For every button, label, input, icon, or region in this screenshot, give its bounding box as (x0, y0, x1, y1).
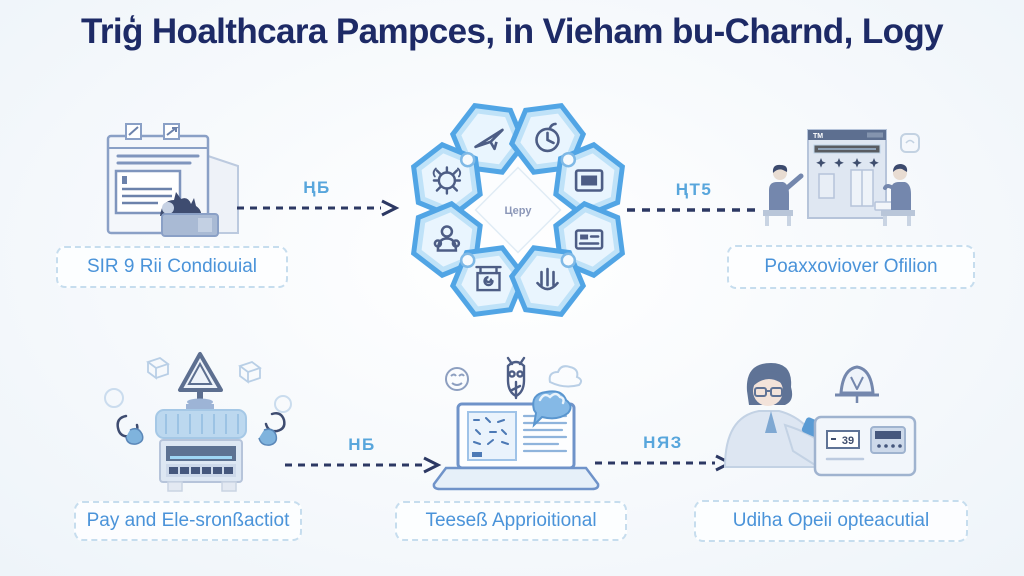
connector-node (459, 252, 476, 269)
laptop-illustration (428, 352, 603, 494)
circle-doodle (104, 388, 124, 408)
app-badge-icon (900, 133, 920, 153)
virus-icon (432, 166, 462, 195)
connector-node (560, 151, 577, 168)
dashed-arrow-icon (285, 456, 442, 474)
connector-node (560, 252, 577, 269)
hex-cell (544, 197, 634, 282)
circle-doodle (274, 395, 292, 413)
step-label-records: SIR 9 Rii Condiouial (56, 246, 288, 288)
step-label-text: Poaxxoviover Ofilion (764, 256, 938, 277)
step-label-review: Poaxxoviover Ofilion (727, 245, 975, 289)
step-label-text: Teeseß Apprioitional (425, 510, 597, 531)
arrow-1-label: ҢБ (303, 178, 331, 197)
document-window-illustration (98, 118, 248, 238)
monitor-icon (574, 169, 604, 192)
step-label-operation: Udiha Opeii opteacutial (694, 500, 968, 542)
face-doodle (445, 367, 469, 391)
cloud-doodle (548, 365, 583, 388)
arrow-2-label: ҢТ5 (675, 180, 713, 199)
dashed-line-icon (627, 208, 761, 212)
hex-cell (505, 94, 590, 184)
dashed-arrow-icon (237, 199, 400, 217)
scribble-doodle-left (116, 414, 144, 445)
card-reader-icon (870, 426, 906, 454)
hex-cell (402, 197, 492, 282)
step-label-text: SIR 9 Rii Condiouial (86, 256, 258, 277)
hub-center-label: Церу (505, 205, 533, 217)
hex-cell (505, 236, 590, 326)
flow-arrow-1: ҢБ (235, 178, 400, 217)
payment-machine-illustration (100, 352, 300, 494)
arrow-tab-icon (163, 123, 180, 140)
lamp-icon (178, 352, 223, 406)
cube-doodle (238, 360, 262, 384)
clinician-illustration: 39 (715, 355, 930, 495)
hex-cell (402, 138, 492, 223)
review-board-illustration: TM (755, 126, 925, 232)
arrow-4-label: НЯЗ (643, 433, 683, 452)
hex-cell (446, 94, 531, 184)
machine-keyboard (166, 464, 236, 477)
ai-cloud-badge-icon (532, 390, 572, 428)
flow-arrow-3: НБ (283, 435, 442, 474)
hexagon-hub: Церу (396, 88, 640, 332)
id-card-icon (574, 229, 604, 250)
hand-icon (536, 267, 559, 291)
cube-doodle (146, 356, 170, 380)
seated-person-right (874, 164, 915, 226)
scribble-doodle-right (258, 412, 286, 446)
step-label-payment: Pay and Ele-sronßactiot (74, 501, 302, 541)
machine-neck (186, 404, 214, 412)
step-label-approval: Teeseß Apprioitional (395, 501, 627, 541)
device-display-value: 39 (842, 435, 854, 447)
hex-cell (544, 138, 634, 223)
step-label-text: Pay and Ele-sronßactiot (86, 510, 290, 531)
board-header-text: TM (813, 133, 823, 140)
clock-icon (535, 122, 560, 153)
device-panel: 39 (813, 415, 917, 477)
checkbox-tab-icon (125, 123, 142, 140)
hex-cell (446, 236, 531, 326)
laptop-base (432, 466, 600, 491)
owl-emblem-icon (506, 356, 526, 400)
rating-stars-icon (816, 158, 879, 168)
flow-arrow-4: НЯЗ (593, 433, 734, 472)
step-label-text: Udiha Opeii opteacutial (732, 510, 930, 531)
hub-center: Церу (474, 166, 562, 254)
flow-arrow-2: ҢТ5 (625, 181, 763, 219)
arrow-3-label: НБ (348, 435, 376, 454)
dashed-arrow-icon (595, 454, 734, 472)
paper-plane-icon (474, 128, 504, 151)
bell-icon (835, 365, 879, 403)
connector-node (459, 151, 476, 168)
money-person-icon (433, 225, 461, 252)
flag-board-icon (475, 265, 502, 292)
page-title: Triģ Hoalthcara Pampces, in Vieham bu-Ch… (80, 12, 944, 51)
seated-person-left (763, 164, 804, 226)
